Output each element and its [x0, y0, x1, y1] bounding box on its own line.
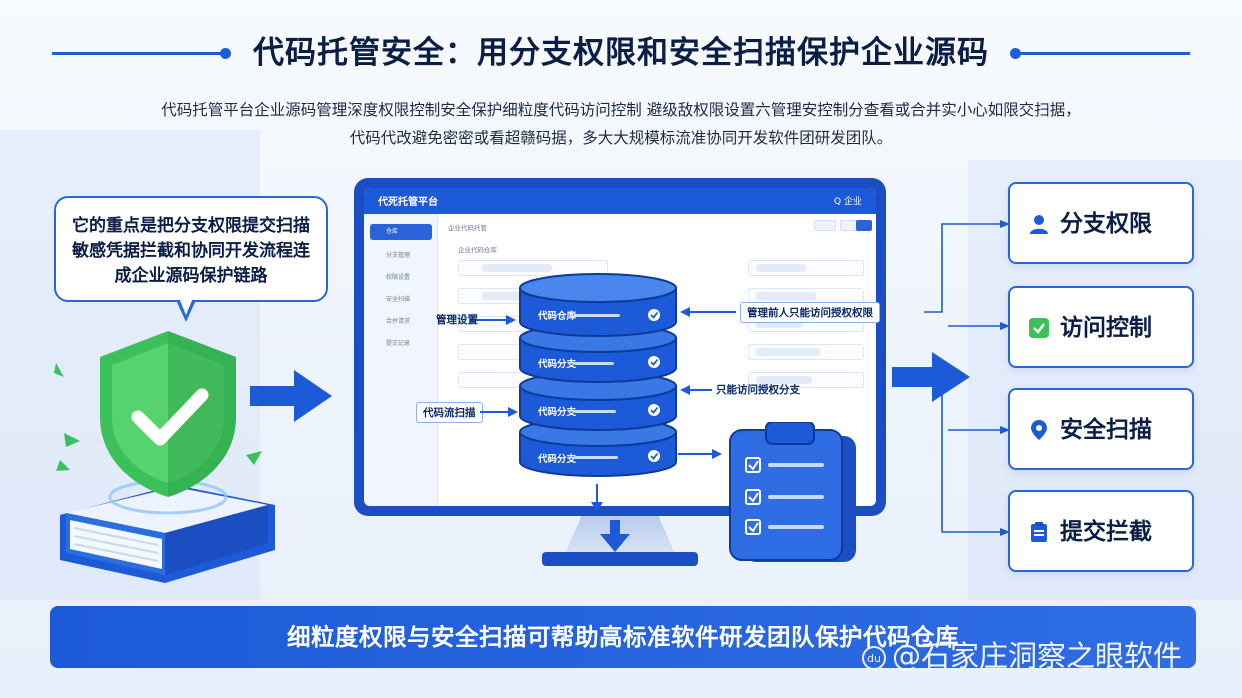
clipboard-icon — [729, 422, 856, 562]
bubble-line-2: 敏感凭据拦截和协同开发流程连 — [72, 241, 310, 261]
monitor-stand-base — [542, 552, 698, 566]
sidebar-item-scan[interactable]: 安全扫描 — [386, 296, 411, 303]
screen-placeholder-bar — [482, 264, 552, 272]
database-stack — [519, 273, 677, 477]
screen-app-title: 代死托管平台 — [378, 197, 438, 208]
bubble-tail-inner — [179, 298, 193, 315]
location-pin-icon — [1031, 420, 1047, 440]
svg-text:du: du — [867, 652, 881, 665]
title-line-left — [52, 52, 224, 55]
banner-text: 细粒度权限与安全扫描可帮助高标准软件研发团队保护代码仓库 — [287, 623, 959, 651]
sidebar-item-commits[interactable]: 提交记录 — [386, 340, 411, 347]
sidebar-item-repo[interactable]: 仓库 — [370, 224, 432, 240]
screen-placeholder-bar — [756, 348, 820, 356]
db-layer-label-2: 代码分支 — [538, 359, 577, 370]
screen-placeholder-bar — [756, 264, 806, 272]
bubble-line-1: 它的重点是把分支权限提交扫描 — [72, 216, 310, 236]
arrow-right-icon — [250, 370, 332, 422]
footer-banner: 细粒度权限与安全扫描可帮助高标准软件研发团队保护代码仓库 — [50, 606, 1196, 668]
title-line-right — [1018, 52, 1190, 55]
subtitle-line-1: 代码托管平台企业源码管理深度权限控制安全保护细粒度代码访问控制 避级敌权限设置六… — [161, 101, 1081, 119]
subtitle: 代码托管平台企业源码管理深度权限控制安全保护细粒度代码访问控制 避级敌权限设置六… — [100, 96, 1142, 152]
card-access-control[interactable]: 访问控制 — [1008, 286, 1194, 368]
shield-book-illustration — [54, 331, 275, 583]
title-dot-right — [1010, 48, 1021, 59]
screen-sidebar: 仓库 分支管理 权限设置 安全扫描 合并请求 提交记录 — [364, 214, 438, 506]
screen-button-primary[interactable] — [856, 220, 872, 231]
user-icon — [1030, 215, 1048, 234]
screen-placeholder-bar — [756, 320, 802, 328]
speech-bubble: 它的重点是把分支权限提交扫描 敏感凭据拦截和协同开发流程连 成企业源码保护链路 — [54, 196, 328, 302]
screen-header: 代死托管平台 Q 企业 — [364, 188, 876, 214]
annotation-manage-settings: 管理设置 — [436, 314, 478, 326]
card-branch-permission[interactable]: 分支权限 — [1008, 182, 1194, 264]
screen-button-1[interactable] — [814, 220, 836, 231]
arrow-left-icon — [680, 307, 736, 317]
card-label: 分支权限 — [1060, 211, 1152, 237]
screen-placeholder-bar — [482, 292, 542, 300]
title-row: 代码托管安全：用分支权限和安全扫描保护企业源码 — [0, 30, 1242, 76]
watermark-logo-icon: du — [862, 646, 886, 670]
watermark-text: @石家庄洞察之眼软件 — [892, 639, 1183, 673]
db-layer-label-4: 代码分支 — [538, 454, 577, 465]
arrow-right-icon — [678, 449, 722, 459]
screen-section-title: 企业代码仓库 — [458, 246, 497, 254]
title-dot-left — [220, 48, 231, 59]
screen-user-label[interactable]: Q 企业 — [834, 197, 862, 207]
db-layer-label-1: 代码仓库 — [538, 311, 577, 322]
card-security-scan[interactable]: 安全扫描 — [1008, 388, 1194, 470]
card-label: 访问控制 — [1060, 315, 1152, 341]
screen-header-text: 企业代码托管 — [448, 224, 487, 232]
arrow-right-icon — [476, 315, 516, 325]
db-layer-label-3: 代码分支 — [538, 407, 577, 418]
annotation-authorized-branch: 只能访问授权分支 — [716, 384, 800, 396]
screen-placeholder-bar — [756, 292, 816, 300]
bubble-line-3: 成企业源码保护链路 — [114, 266, 268, 286]
annotation-code-scan: 代码流扫描 — [416, 402, 483, 423]
screen-placeholder-bar — [756, 376, 812, 384]
card-label: 安全扫描 — [1060, 417, 1152, 443]
sidebar-item-permissions[interactable]: 权限设置 — [386, 274, 411, 281]
card-connectors — [924, 220, 1010, 536]
card-commit-block[interactable]: 提交拦截 — [1008, 490, 1194, 572]
sidebar-item-merge[interactable]: 合并请求 — [386, 318, 411, 325]
clipboard-icon — [1031, 522, 1047, 542]
arrow-down-icon — [600, 520, 630, 552]
page-title: 代码托管安全：用分支权限和安全扫描保护企业源码 — [253, 35, 989, 71]
subtitle-line-2: 代码代改避免密密或看超赣码据，多大大规模标流准协同开发软件团研发团队。 — [349, 129, 893, 147]
sidebar-item-branches[interactable]: 分支管理 — [386, 252, 411, 259]
arrow-down-icon — [591, 484, 603, 512]
arrow-left-icon — [680, 385, 712, 395]
shield-check-icon — [1029, 318, 1049, 338]
annotation-authorized-access: 管理前人只能访问授权权限 — [740, 302, 880, 323]
arrow-right-icon — [480, 407, 518, 417]
card-label: 提交拦截 — [1060, 519, 1152, 545]
